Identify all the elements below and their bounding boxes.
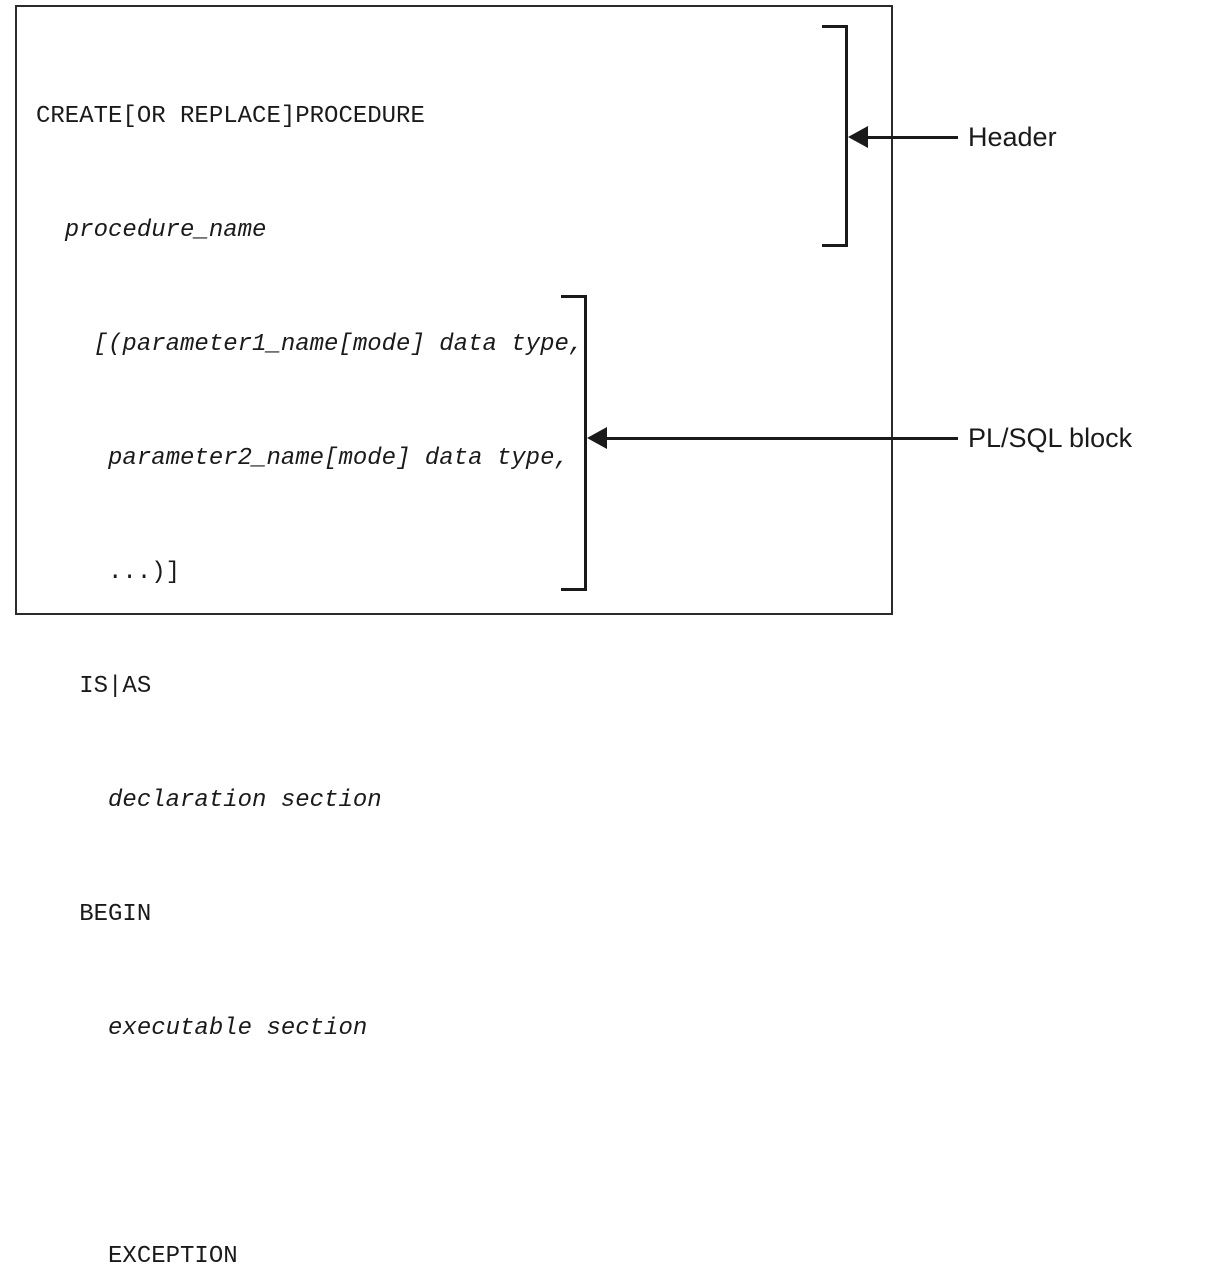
code-line-1: CREATE[OR REPLACE]PROCEDURE bbox=[36, 103, 425, 130]
code-line-9: executable section bbox=[36, 1015, 368, 1042]
plsql-block-callout-label: PL/SQL block bbox=[968, 423, 1133, 453]
header-leader-line bbox=[868, 136, 958, 139]
plsql-block-arrow-icon bbox=[587, 427, 607, 449]
code-line-6: IS|AS bbox=[36, 673, 152, 700]
code-line-11: EXCEPTION bbox=[36, 1243, 238, 1270]
code-line-3: [(parameter1_name[mode] data type, bbox=[36, 331, 584, 358]
code-line-5: ...)] bbox=[36, 559, 181, 586]
code-listing: CREATE[OR REPLACE]PROCEDURE procedure_na… bbox=[36, 22, 583, 1276]
code-line-8: BEGIN bbox=[36, 901, 152, 928]
header-arrow-icon bbox=[848, 126, 868, 148]
code-line-4: parameter2_name[mode] data type, bbox=[36, 445, 569, 472]
header-brace bbox=[822, 25, 848, 247]
code-line-2: procedure_name bbox=[36, 217, 267, 244]
syntax-box bbox=[15, 5, 893, 615]
plsql-block-leader-line bbox=[607, 437, 958, 440]
code-line-7: declaration section bbox=[36, 787, 382, 814]
plsql-block-brace bbox=[561, 295, 587, 591]
code-line-10-blank bbox=[36, 1124, 583, 1162]
header-callout-label: Header bbox=[968, 122, 1057, 152]
diagram-canvas: CREATE[OR REPLACE]PROCEDURE procedure_na… bbox=[15, 5, 1133, 1270]
